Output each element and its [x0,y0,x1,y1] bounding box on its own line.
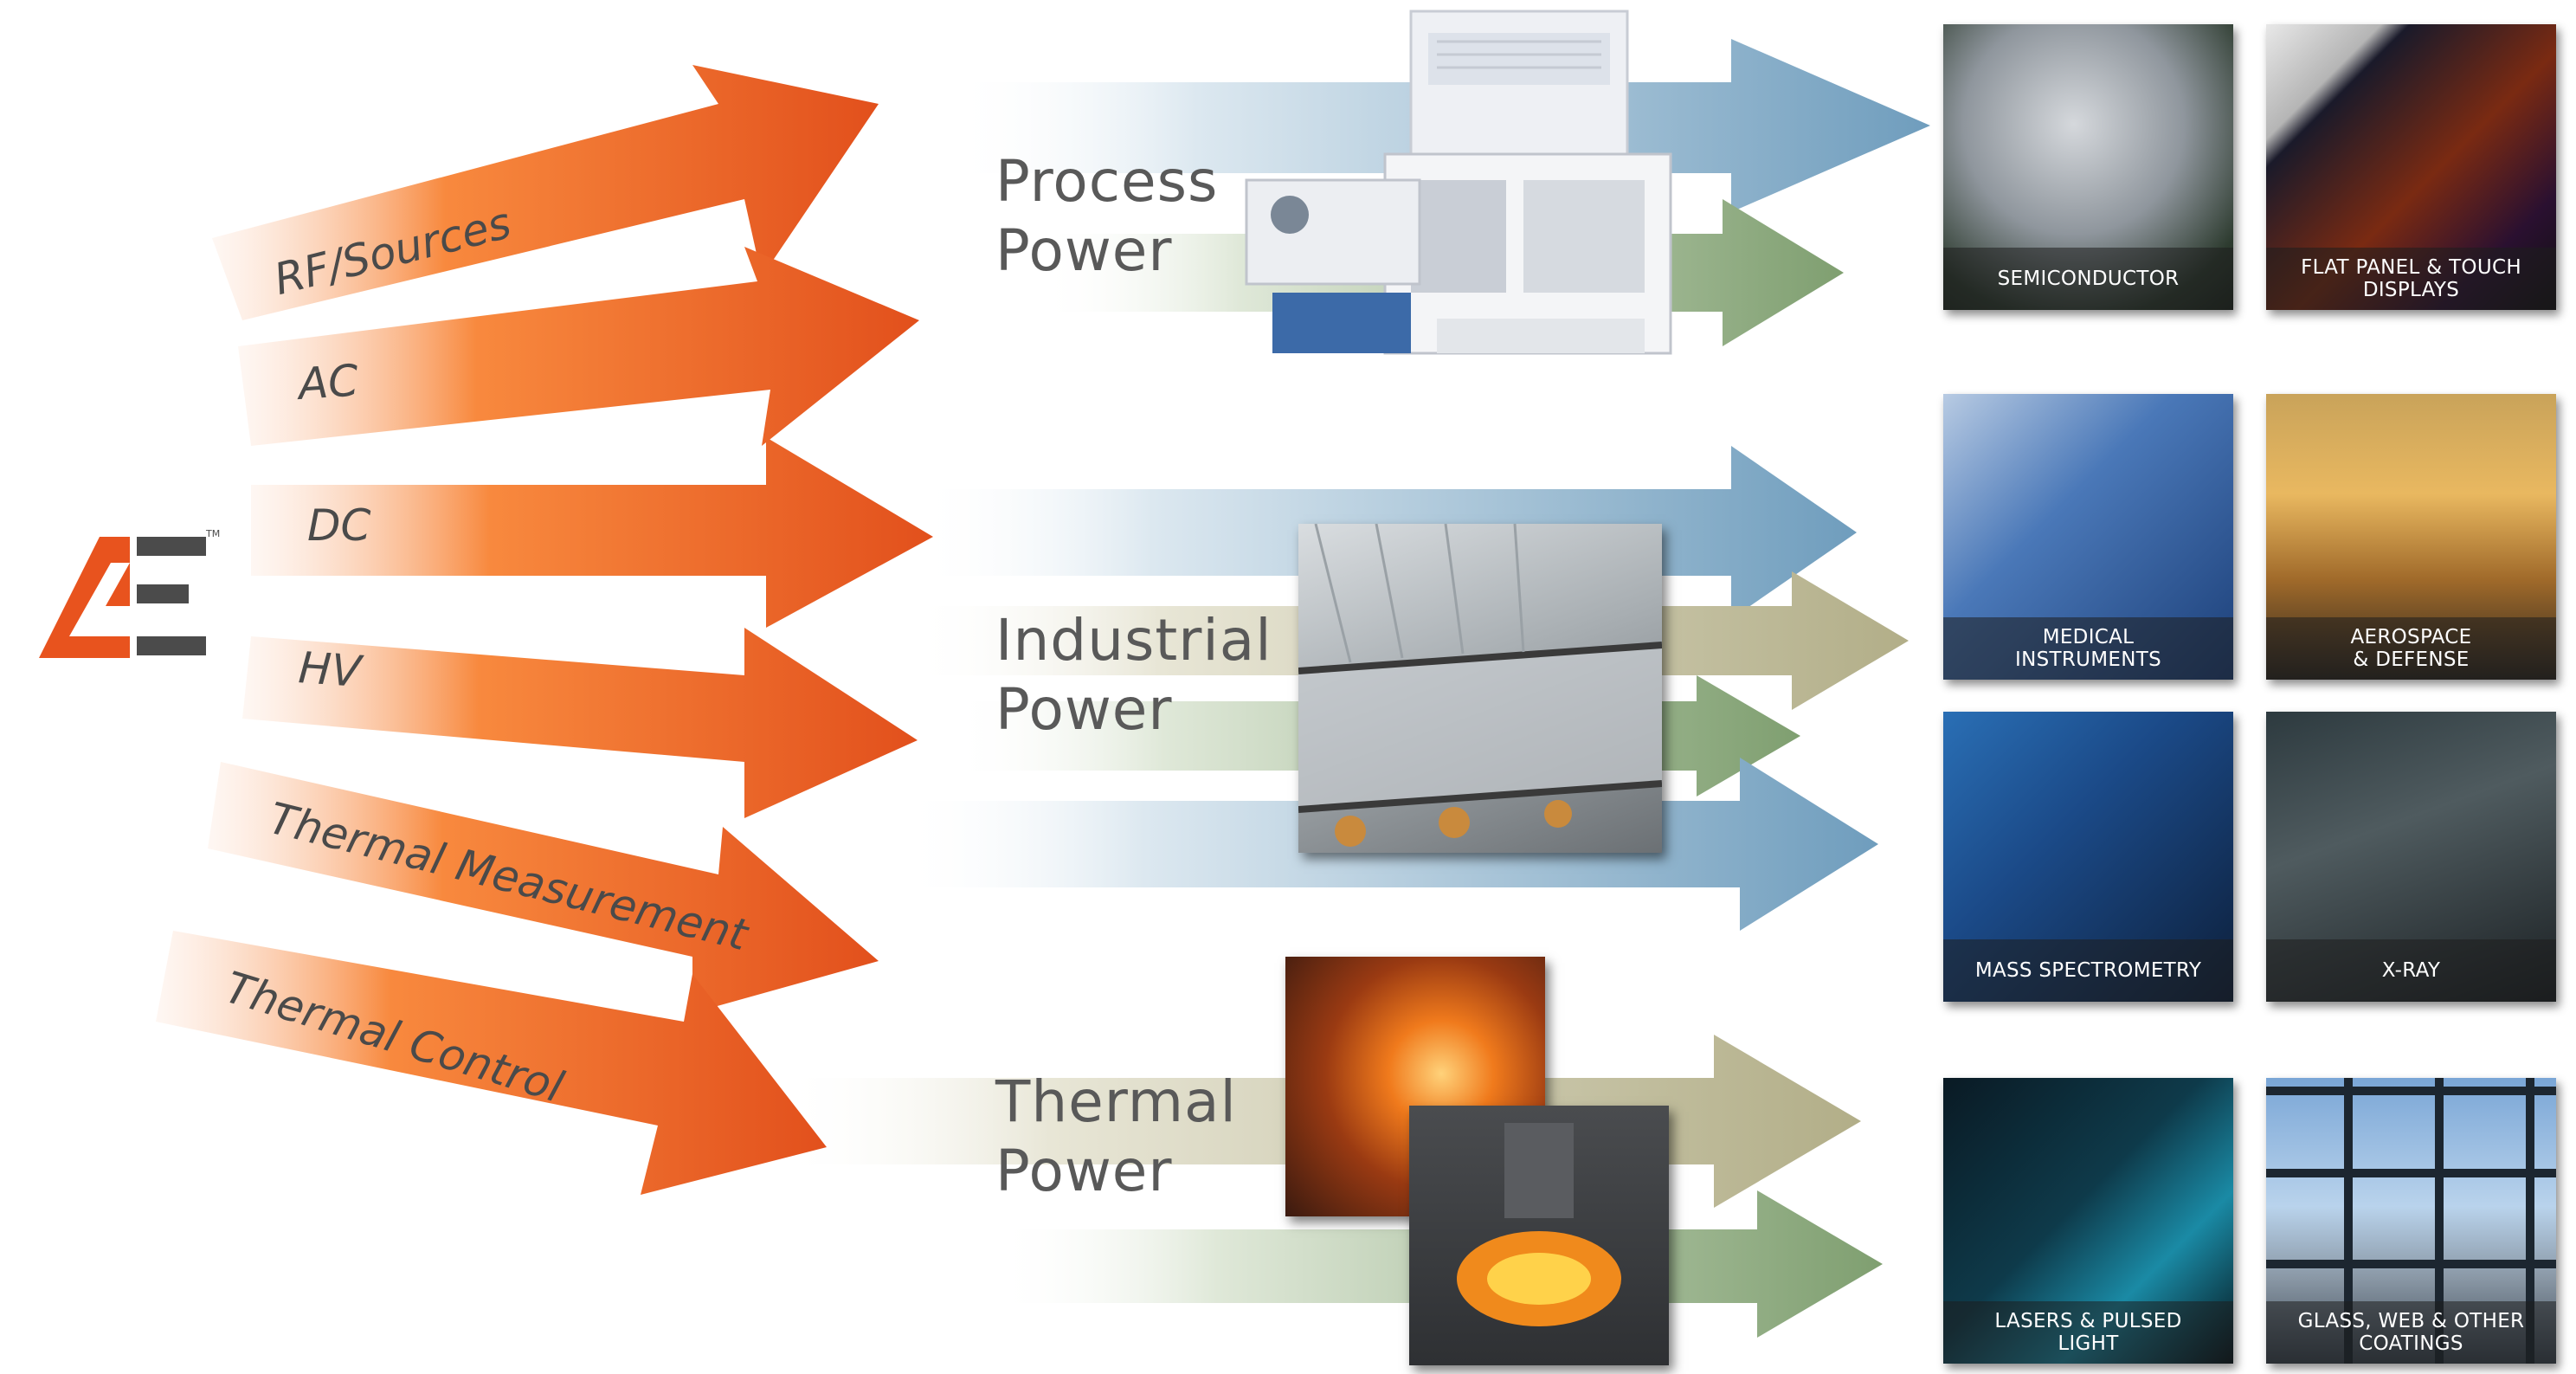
source-label-hv: HV [296,642,363,697]
category-title-process: Process Power [995,148,1219,284]
market-label-lasers: LASERS & PULSED LIGHT [1943,1301,2233,1364]
market-tile-xray[interactable]: X-RAY [2266,712,2556,1002]
market-tile-glass[interactable]: GLASS, WEB & OTHER COATINGS [2266,1078,2556,1364]
rf-sources-arrow [212,65,879,320]
market-tile-flat-panel[interactable]: FLAT PANEL & TOUCH DISPLAYS [2266,24,2556,310]
ac-arrow [238,247,919,446]
ae-logo-icon [39,537,206,658]
market-label-flat-panel: FLAT PANEL & TOUCH DISPLAYS [2266,248,2556,310]
hv-arrow [242,628,918,818]
market-tile-medical[interactable]: MEDICAL INSTRUMENTS [1943,394,2233,680]
market-tile-mass-spectrometry[interactable]: MASS SPECTROMETRY [1943,712,2233,1002]
ae-logo: TM [35,528,220,667]
market-label-mass-spectrometry: MASS SPECTROMETRY [1943,939,2233,1002]
market-label-aerospace: AEROSPACE & DEFENSE [2266,617,2556,680]
furnace-crucible-photo [1409,1106,1669,1365]
market-tile-lasers[interactable]: LASERS & PULSED LIGHT [1943,1078,2233,1364]
dc-arrow [251,437,933,628]
market-label-medical: MEDICAL INSTRUMENTS [1943,617,2233,680]
thermal-measurement-arrow [208,762,879,1013]
source-label-dc: DC [307,500,371,551]
process-equipment-image [1238,7,1688,371]
source-label-ac: AC [296,355,360,410]
thermal-control-arrow [156,931,827,1195]
market-label-semiconductor: SEMICONDUCTOR [1943,248,2233,310]
market-label-glass: GLASS, WEB & OTHER COATINGS [2266,1301,2556,1364]
industrial-glass-line-photo [1298,524,1662,853]
market-label-xray: X-RAY [2266,939,2556,1002]
market-tile-semiconductor[interactable]: SEMICONDUCTOR [1943,24,2233,310]
category-title-industrial: Industrial Power [995,607,1272,743]
category-title-thermal: Thermal Power [995,1068,1237,1204]
trademark-mark: TM [206,528,221,539]
market-tile-aerospace[interactable]: AEROSPACE & DEFENSE [2266,394,2556,680]
